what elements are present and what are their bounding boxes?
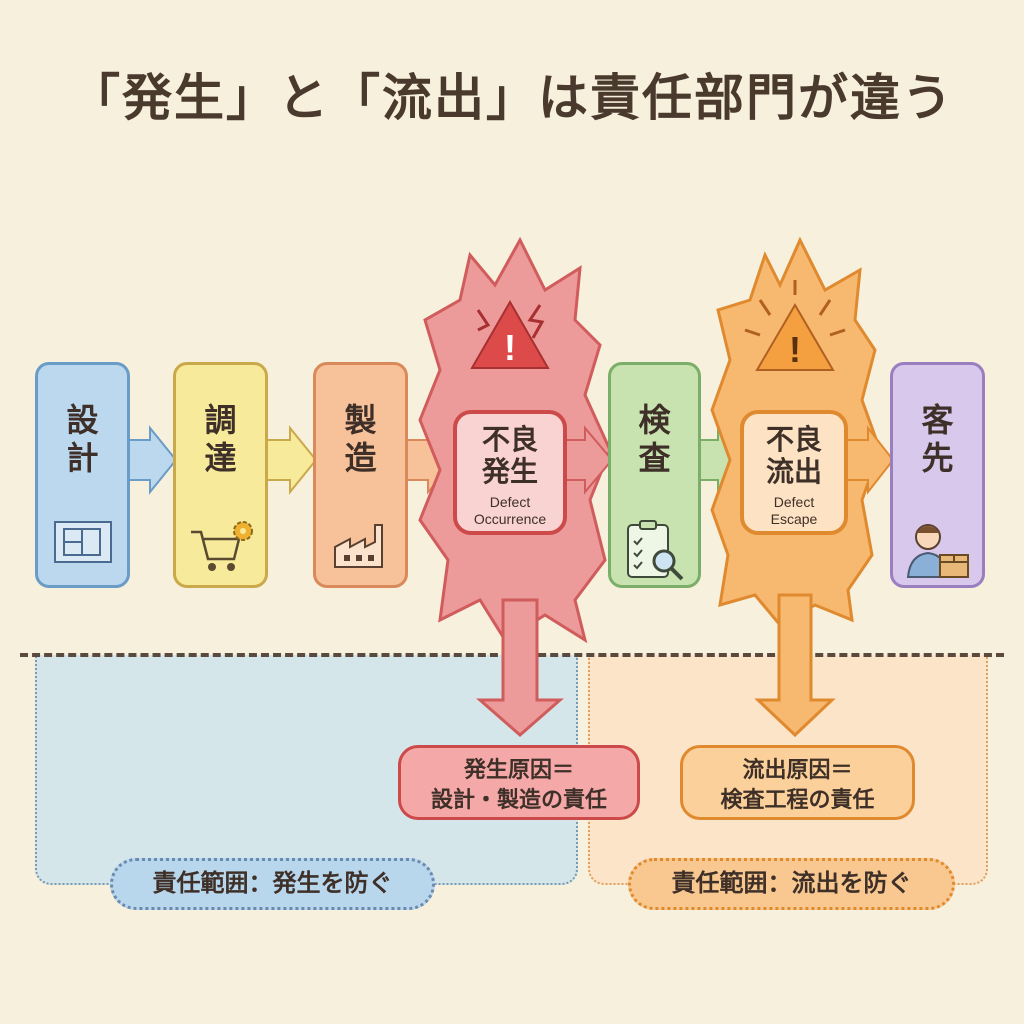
step-label: 製造 [344,402,377,476]
occurrence-down-arrow [476,598,564,737]
svg-text:!: ! [789,329,801,370]
arrow-procurement-to-manufacturing [265,425,318,495]
occurrence-scope-label: 責任範囲：発生を防ぐ [110,858,435,910]
page-title: 「発生」と「流出」は責任部門が違う [70,70,954,126]
clipboard-magnifier-icon [626,520,683,581]
defect-escape-label: 不良流出 [765,424,822,487]
step-label: 検査 [638,402,671,476]
svg-text:!: ! [504,327,516,368]
step-customer: 客先 [890,362,985,588]
blueprint-icon [53,521,112,563]
escape-cause-box: 流出原因＝ 検査工程の責任 [680,745,915,820]
shopping-cart-gear-icon [190,521,253,571]
defect-escape-en-1: Defect [773,494,815,510]
defect-occurrence-box: 不良発生 Defect Occurrence [453,410,567,535]
defect-occurrence-en-2: Occurrence [473,511,547,527]
customer-box-icon [906,524,969,578]
arrow-design-to-procurement [127,425,178,495]
step-label: 調達 [204,402,237,476]
factory-icon [333,524,383,568]
step-procurement: 調達 [173,362,268,588]
arrow-escape-to-customer [844,425,895,495]
step-label: 客先 [921,402,954,476]
escape-cause-line-2: 検査工程の責任 [720,787,875,812]
occurrence-cause-line-2: 設計・製造の責任 [430,787,607,812]
step-manufacturing: 製造 [313,362,408,588]
triangle-warning-red [470,299,550,369]
occurrence-cause-box: 発生原因＝ 設計・製造の責任 [398,745,640,820]
occurrence-cause-line-1: 発生原因＝ [463,757,574,782]
defect-escape-en-2: Escape [770,511,818,527]
step-inspection: 検査 [608,362,701,588]
step-label: 設計 [66,402,99,476]
escape-scope-label: 責任範囲：流出を防ぐ [628,858,955,910]
arrow-defect-to-inspection [564,425,614,495]
escape-down-arrow [754,593,836,738]
triangle-warning-orange [755,303,835,371]
defect-escape-box: 不良流出 Defect Escape [740,410,848,535]
step-design: 設計 [35,362,130,588]
flow-arrows [127,425,458,495]
defect-occurrence-en-1: Defect [489,494,531,510]
defect-occurrence-label: 不良発生 [481,424,538,487]
escape-cause-line-1: 流出原因＝ [742,757,853,782]
